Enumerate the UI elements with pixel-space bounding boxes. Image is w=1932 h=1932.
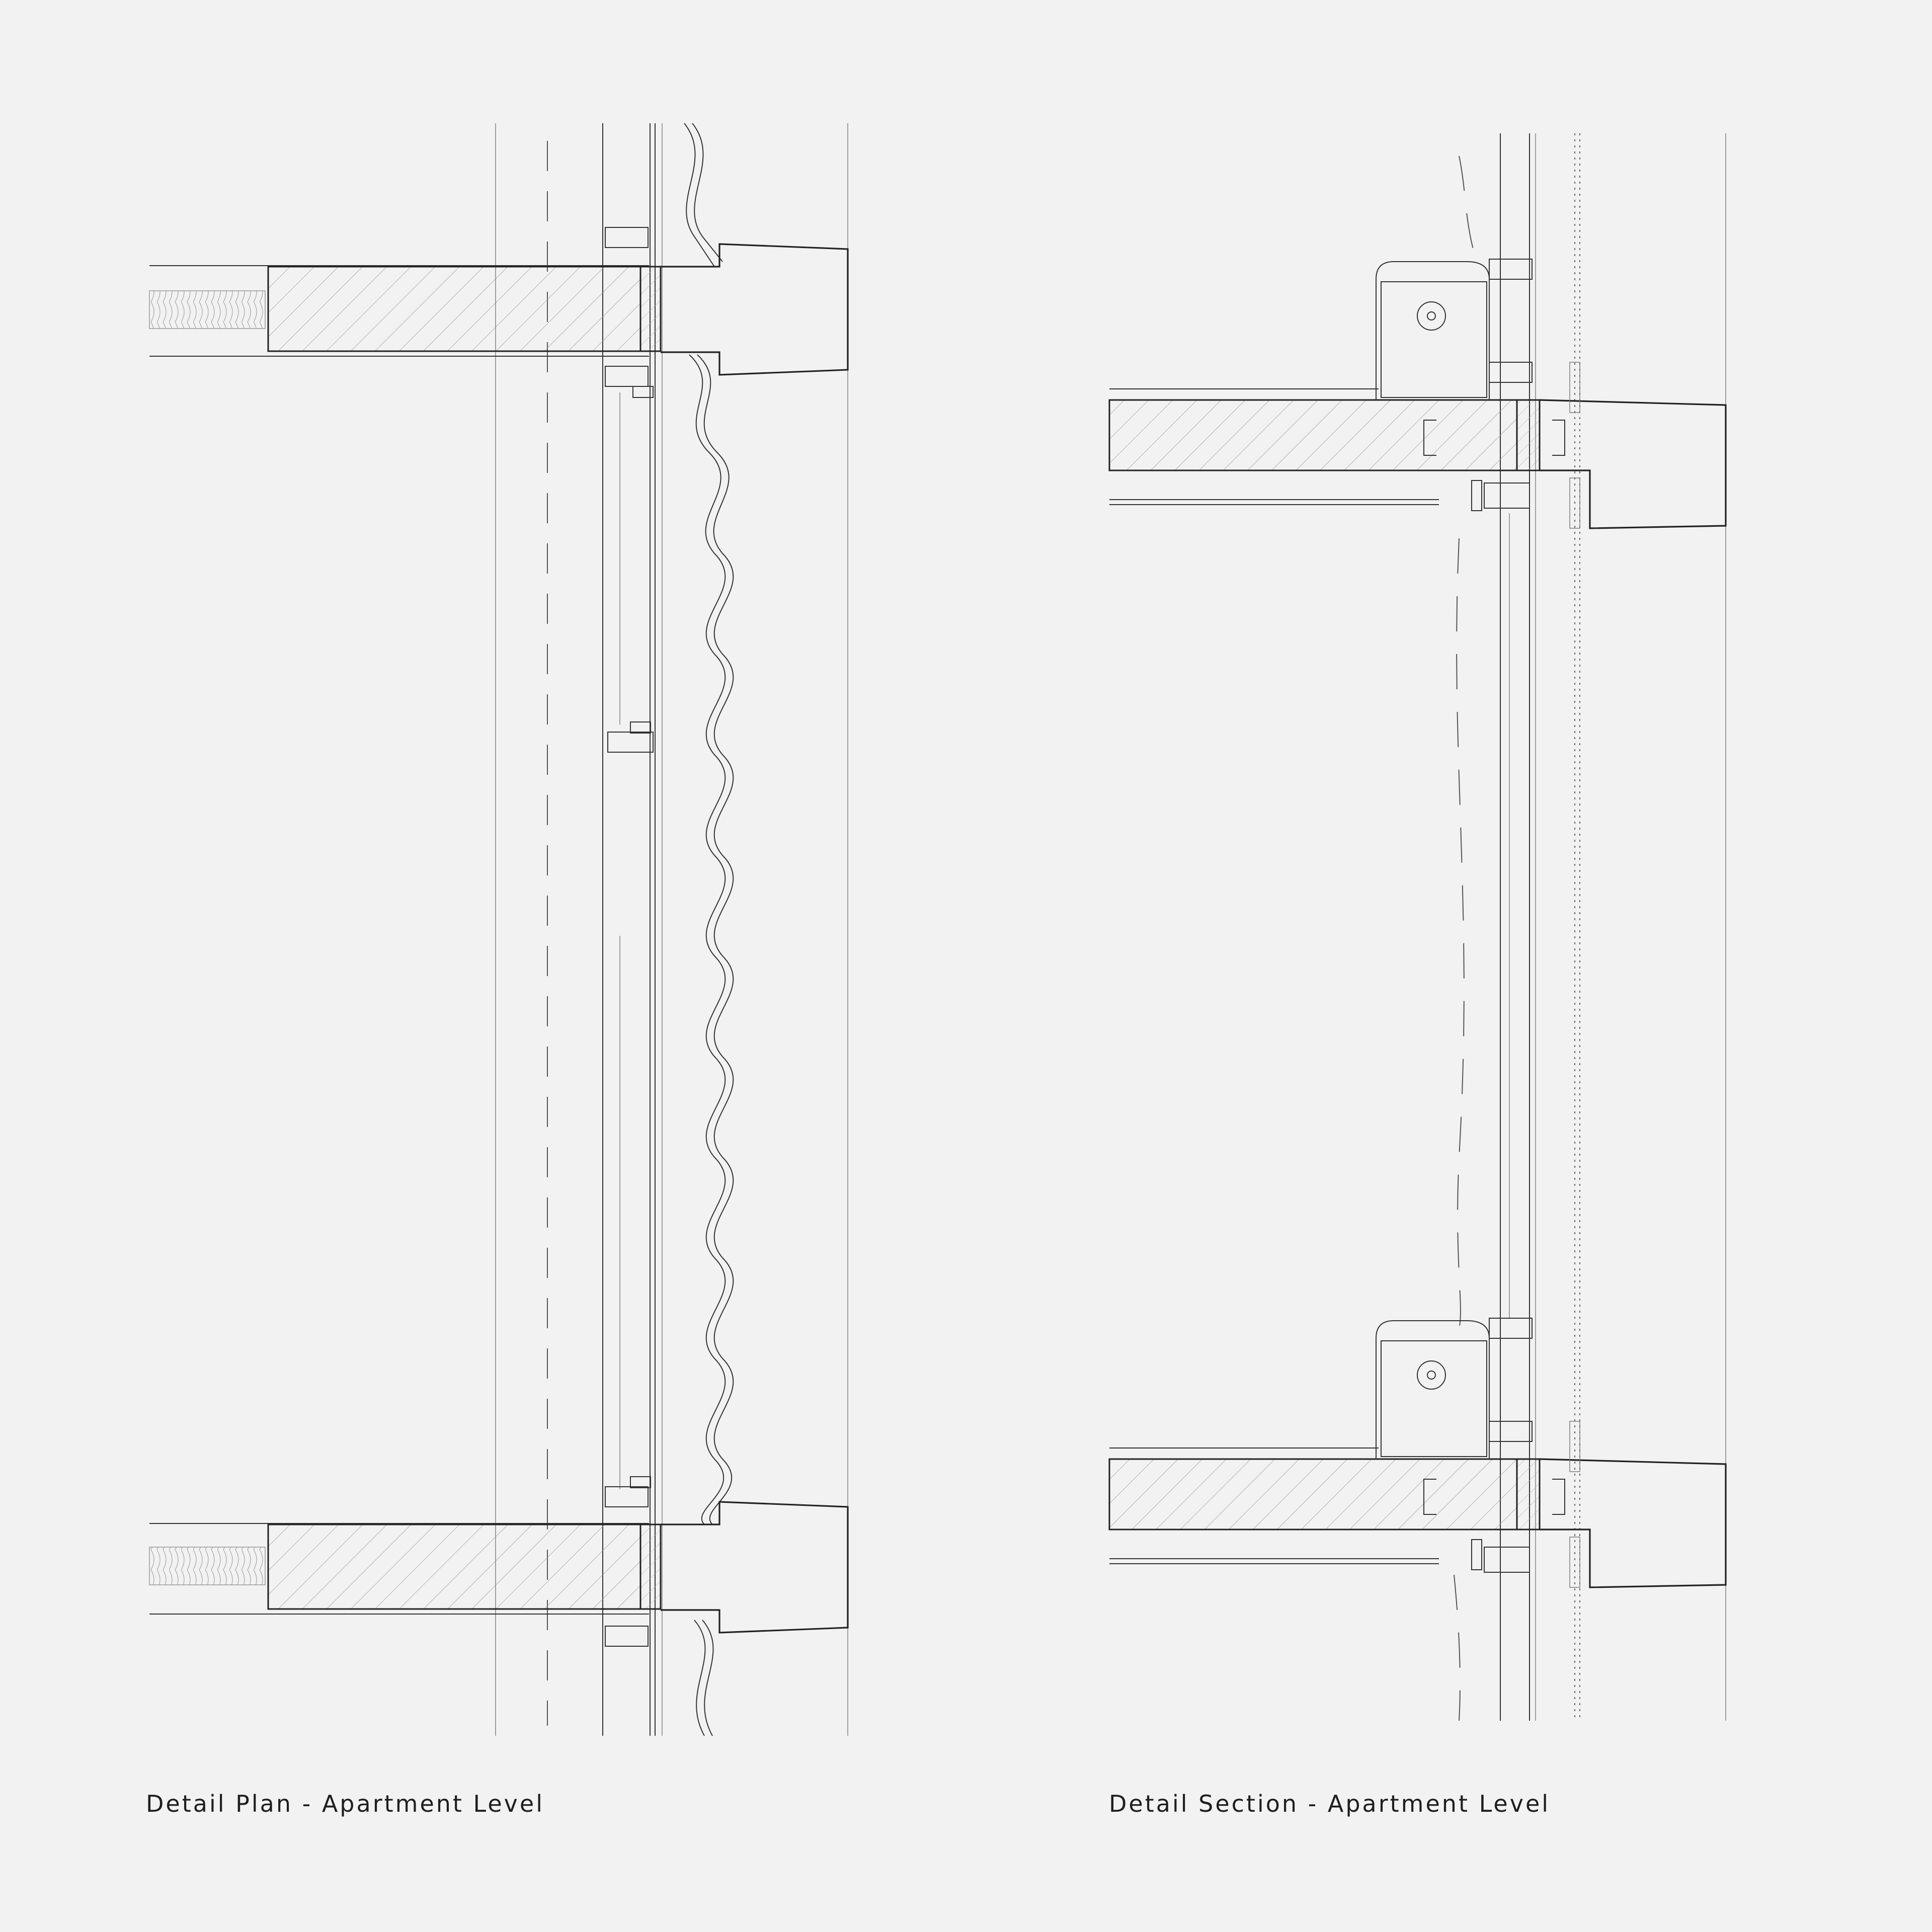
detail-plan-drawing <box>149 123 849 1736</box>
section-tie-rod <box>1569 1421 1580 1472</box>
section-lower-slab <box>1108 1318 1727 1588</box>
plan-upper-wall <box>149 227 849 398</box>
section-tie-rod <box>1569 477 1580 529</box>
plan-corrugated-cladding <box>702 1620 714 1736</box>
section-upper-slab <box>1108 259 1727 529</box>
plan-corrugated-cladding <box>697 354 734 1525</box>
section-tie-rod <box>1569 1537 1580 1588</box>
section-curtain-line <box>1459 155 1477 262</box>
plan-lower-wall <box>149 1476 849 1647</box>
plan-mid-frame <box>607 732 654 753</box>
section-curtain-line <box>1456 538 1465 1329</box>
section-curtain-line <box>1454 1574 1461 1721</box>
section-tie-rod <box>1569 362 1580 413</box>
plan-corrugated-cladding <box>692 123 723 262</box>
plan-caption: Detail Plan - Apartment Level <box>146 1790 544 1817</box>
plan-corrugated-cladding <box>684 123 715 267</box>
plan-corrugated-cladding <box>689 354 726 1525</box>
plan-corrugated-cladding <box>694 1620 706 1736</box>
plan-mid-frame <box>630 721 651 734</box>
detail-section-drawing <box>1108 133 1727 1721</box>
section-caption: Detail Section - Apartment Level <box>1109 1790 1551 1817</box>
